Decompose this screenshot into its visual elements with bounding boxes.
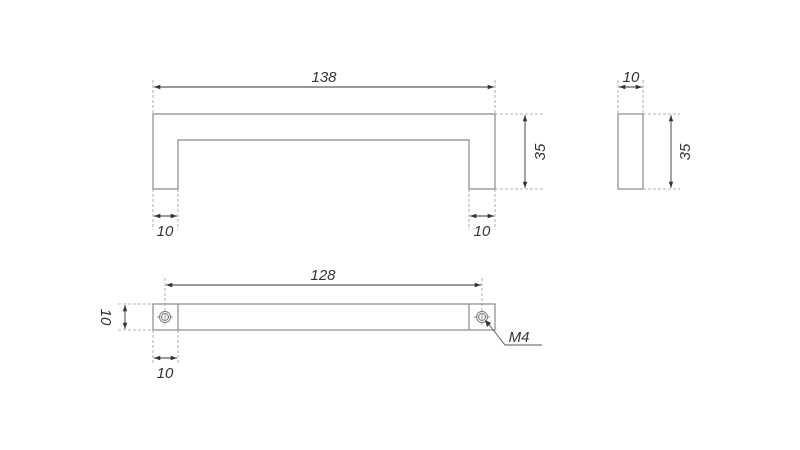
thread-leader-line bbox=[486, 321, 542, 346]
thread-label: M4 bbox=[509, 329, 530, 346]
dimension-label-end-offset: 10 bbox=[157, 365, 174, 382]
dimension-label-right-leg: 10 bbox=[474, 223, 491, 240]
handle-top-outline bbox=[152, 303, 496, 331]
dimension-label-side-width: 10 bbox=[623, 69, 640, 86]
dimension-label-overall-length: 138 bbox=[311, 69, 337, 86]
dimension-label-side-height: 35 bbox=[677, 143, 694, 160]
side-view: 10 35 bbox=[617, 69, 694, 190]
handle-front-outline bbox=[152, 113, 496, 190]
handle-side-outline bbox=[617, 113, 644, 190]
top-view: 128 10 10 M4 bbox=[97, 267, 542, 382]
dimension-label-left-leg: 10 bbox=[157, 223, 174, 240]
dimension-label-depth: 10 bbox=[97, 309, 114, 326]
front-view: 138 35 10 10 bbox=[152, 69, 549, 240]
dimension-label-height-front: 35 bbox=[532, 143, 549, 160]
dimension-label-hole-spacing: 128 bbox=[310, 267, 336, 284]
